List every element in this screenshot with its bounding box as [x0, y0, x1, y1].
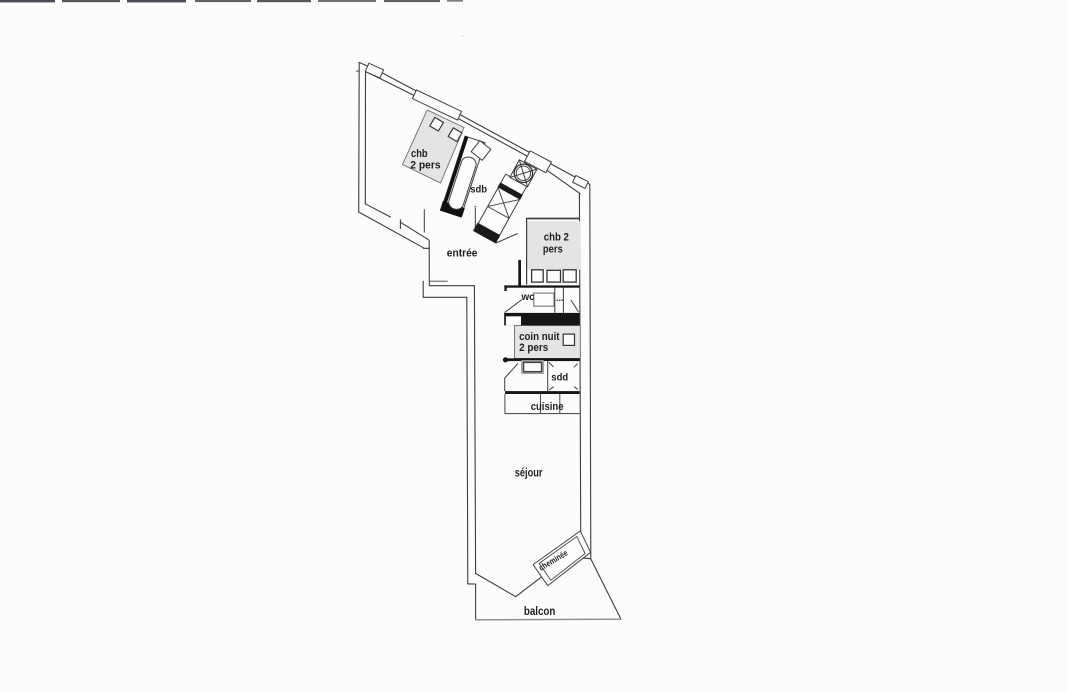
- svg-text:chb: chb: [411, 148, 428, 160]
- svg-text:séjour: séjour: [515, 467, 543, 479]
- svg-text:2 pers: 2 pers: [410, 160, 440, 172]
- svg-text:chb 2: chb 2: [544, 232, 569, 244]
- svg-text:2 pers: 2 pers: [519, 342, 548, 354]
- svg-text:cuisine: cuisine: [531, 401, 564, 413]
- svg-text:sdd: sdd: [551, 371, 568, 383]
- svg-text:sdb: sdb: [470, 185, 487, 196]
- svg-text:balcon: balcon: [524, 606, 555, 618]
- svg-text:wc: wc: [521, 291, 535, 303]
- svg-text:entrée: entrée: [447, 248, 478, 260]
- svg-text:coin nuit: coin nuit: [519, 331, 560, 343]
- svg-text:pers: pers: [543, 243, 563, 255]
